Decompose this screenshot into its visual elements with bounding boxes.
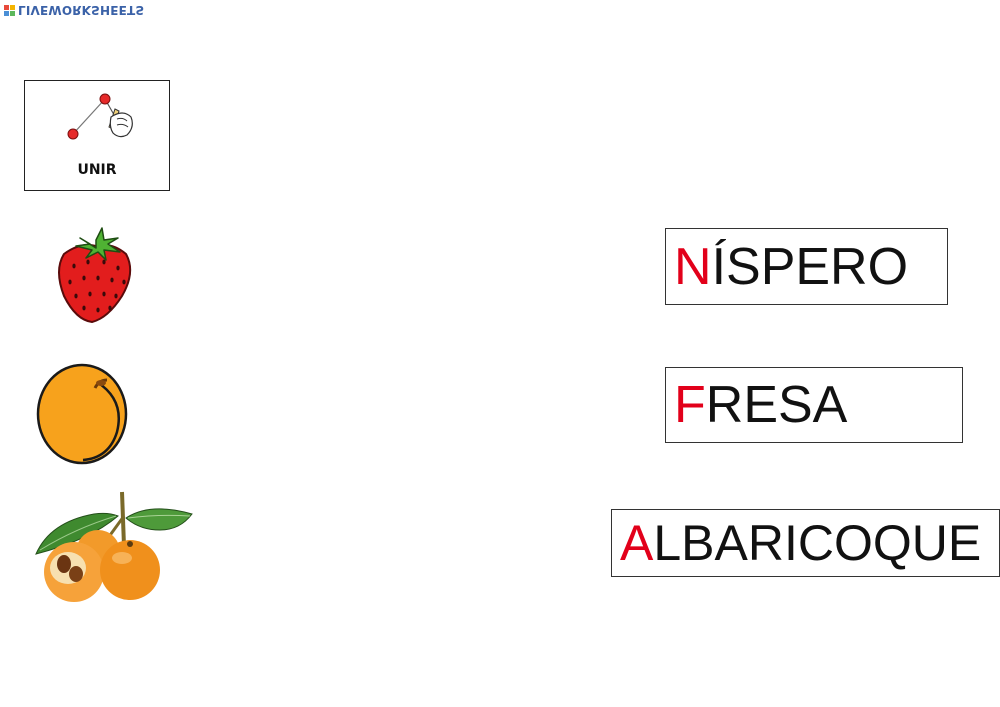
logo-grid-icon xyxy=(4,4,15,16)
instruction-label: UNIR xyxy=(77,162,117,178)
apricot-icon[interactable] xyxy=(33,360,135,471)
word-rest: RESA xyxy=(705,376,848,434)
word-rest: LBARICOQUE xyxy=(653,515,982,571)
strawberry-icon[interactable] xyxy=(50,224,142,331)
loquat-icon[interactable] xyxy=(30,488,196,613)
instruction-card: UNIR xyxy=(24,80,170,191)
word-rest: ÍSPERO xyxy=(711,237,909,296)
word-initial: A xyxy=(620,515,654,571)
liveworksheets-logo: LIVEWORKSHEETS xyxy=(4,2,144,18)
logo-text: LIVEWORKSHEETS xyxy=(18,3,145,17)
connect-dots-pencil-icon xyxy=(67,93,133,140)
word-initial: N xyxy=(674,237,712,296)
word-initial: F xyxy=(674,376,706,434)
